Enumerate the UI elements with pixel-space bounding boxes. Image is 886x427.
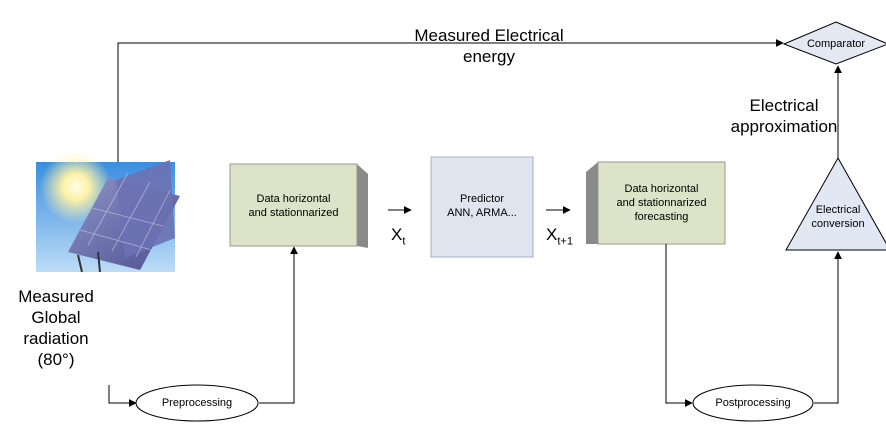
forecasting-box [586, 161, 726, 245]
data-horizontal-box-label: Data horizontal and stationnarized [248, 193, 339, 219]
predictor-box [430, 156, 534, 258]
postprocessing-label: Postprocessing [715, 397, 791, 409]
x-t-label: Xt [391, 225, 406, 248]
electrical-conversion-label: Electrical conversion [811, 204, 865, 230]
preprocessing-node [135, 384, 259, 422]
postprocessing-node [692, 384, 814, 422]
electrical-approximation-label: Electrical approximation [730, 96, 838, 136]
x-t1-label: Xt+1 [546, 225, 573, 248]
forecast-to-postprocessing-arrow [665, 244, 693, 407]
measured-energy-arrow [117, 39, 784, 162]
electrical-conversion-triangle [785, 156, 886, 251]
predictor-box-label: Predictor ANN, ARMA... [447, 193, 517, 219]
radiation-to-preprocessing-arrow [108, 385, 137, 407]
comparator-diamond [782, 21, 886, 65]
preprocessing-to-data-arrow [259, 246, 298, 404]
forecasting-box-label: Data horizontal and stationnarized forec… [616, 183, 707, 223]
comparator-label: Comparator [806, 38, 866, 50]
postprocessing-to-conversion-arrow [814, 251, 842, 404]
measured-energy-label: Measured Electrical energy [414, 26, 564, 66]
solar-panel-image [36, 151, 180, 273]
preprocessing-label: Preprocessing [161, 397, 233, 409]
data-horizontal-box [229, 163, 368, 248]
measured-global-radiation-label: Measured Global radiation (80°) [18, 287, 94, 369]
